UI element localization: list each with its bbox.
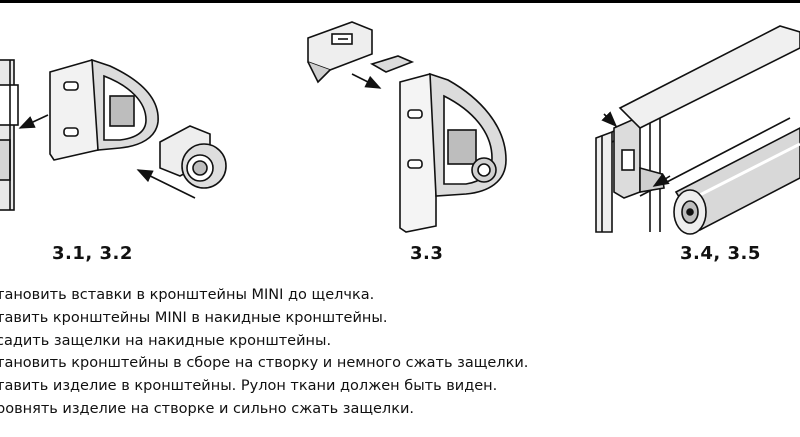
instruction-step: садить защелки на накидные кронштейны. <box>0 332 332 349</box>
arrow-insert <box>136 169 196 199</box>
top-border-line <box>0 0 800 3</box>
overlay-bracket <box>399 72 507 233</box>
arrow-to-rail <box>18 114 49 129</box>
bracket-mini <box>49 58 159 161</box>
figure-label-3-1-3-2: 3.1, 3.2 <box>52 243 133 264</box>
figure-label-3-4-3-5: 3.4, 3.5 <box>680 243 761 264</box>
instruction-step: тановить кронштейны в сборе на створку и… <box>0 355 529 372</box>
fabric-roll <box>673 127 800 235</box>
arrow-latch <box>351 73 382 89</box>
arrow-press-side <box>652 172 671 187</box>
insert-cap <box>159 125 227 189</box>
instruction-step: тавить изделие в кронштейны. Рулон ткани… <box>0 378 498 395</box>
sash-rail-left <box>0 59 19 211</box>
instruction-step: ровнять изделие на створке и сильно сжат… <box>0 400 414 417</box>
figure-3-1-3-2-illustration <box>0 58 227 211</box>
mini-insert <box>369 55 415 73</box>
latch-clip <box>307 21 373 84</box>
instruction-steps-list: тановить вставки в кронштейны MINI до ще… <box>0 284 800 421</box>
figure-3-4-3-5-illustration <box>595 25 800 235</box>
cassette-top <box>618 25 800 129</box>
instruction-step: тавить кронштейны MINI в накидные кроншт… <box>0 309 388 326</box>
arrow-press-top <box>601 111 618 128</box>
sash-clip <box>613 119 665 199</box>
instruction-step: тановить вставки в кронштейны MINI до ще… <box>0 287 375 303</box>
figure-label-3-3: 3.3 <box>410 243 444 264</box>
figure-3-3-illustration <box>307 21 507 233</box>
